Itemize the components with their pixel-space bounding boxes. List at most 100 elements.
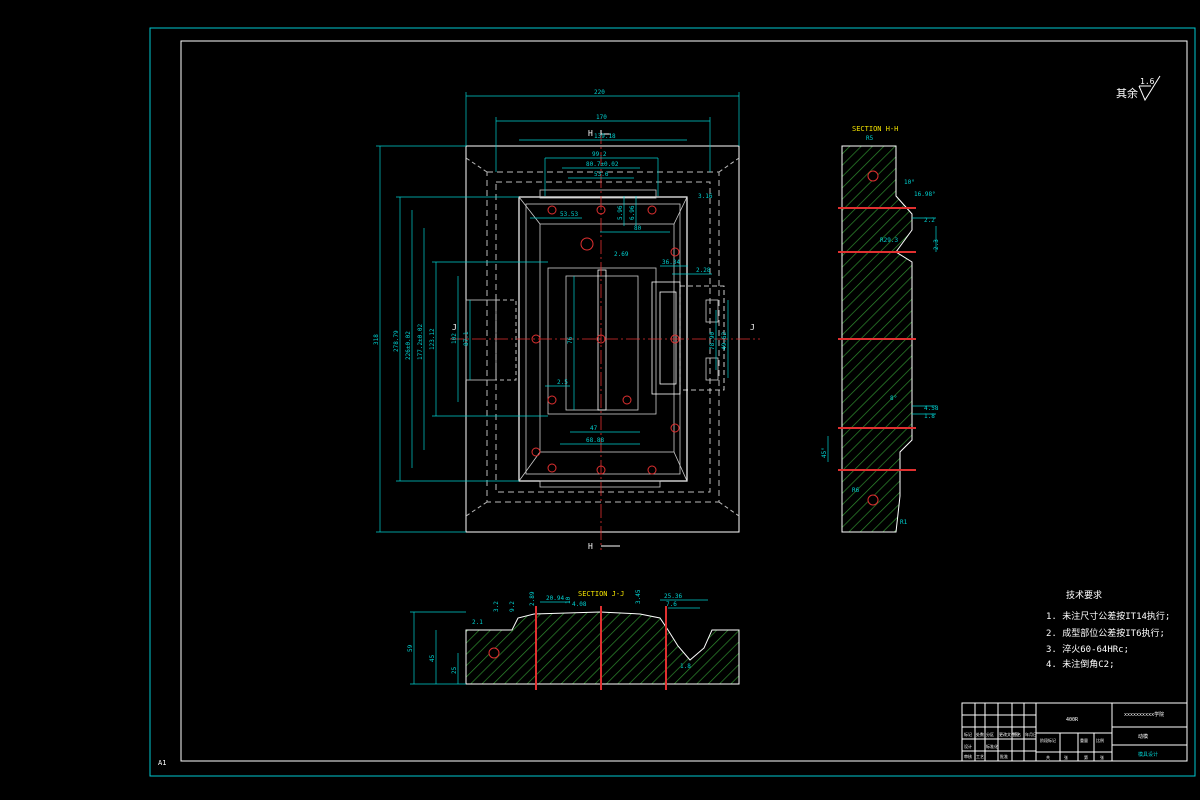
section-hh-title: SECTION H-H bbox=[852, 125, 898, 133]
dim-177: 177.2±0.02 bbox=[417, 323, 424, 360]
tb-r1-3: 更改文件号 bbox=[999, 731, 1019, 737]
hh-dim-k: R5 bbox=[866, 135, 874, 142]
tb-r4-2: 第 bbox=[1084, 754, 1088, 760]
tb-r1-1: 处数 bbox=[976, 731, 984, 737]
dim-80: 80.7±0.02 bbox=[586, 161, 619, 168]
tb-r4-0: 共 bbox=[1046, 754, 1050, 760]
dim-228: 2.28 bbox=[696, 267, 711, 274]
hh-hole-top bbox=[867, 170, 879, 182]
ejector-slot bbox=[597, 269, 607, 411]
jj-dim-i: 25.36 bbox=[664, 593, 682, 600]
hh-dim-b: 16.98° bbox=[914, 191, 936, 198]
section-jj: SECTION J-J 2.89 3.2 9.2 2.1 20.94 4.08 … bbox=[407, 589, 740, 690]
hh-dim-c: 2.2 bbox=[924, 217, 935, 224]
tech-title: 技术要求 bbox=[1066, 589, 1102, 601]
tb-r2-1: 标准化 bbox=[986, 743, 998, 749]
tb-r2-0: 设计 bbox=[964, 743, 972, 749]
dim-102: 102 bbox=[451, 333, 458, 344]
tb-r1-2: 分区 bbox=[986, 731, 994, 737]
dim-5353: 53.53 bbox=[560, 211, 578, 218]
dim-27879: 278.79 bbox=[393, 330, 400, 352]
dim-220: 220 bbox=[594, 89, 605, 96]
tech-item-3: 3. 淬火60-64HRc; bbox=[1046, 643, 1129, 655]
dim-47: 47 bbox=[590, 425, 598, 432]
jj-dim-k: 59 bbox=[407, 644, 414, 652]
dim-696: 6.96 bbox=[629, 205, 636, 220]
tech-item-1: 1. 未注尺寸公差按IT14执行; bbox=[1046, 610, 1170, 622]
tb-drawing: 动模 bbox=[1138, 733, 1148, 740]
jj-dim-j: 7.6 bbox=[666, 601, 677, 608]
tb-code: 模具设计 bbox=[1138, 751, 1158, 758]
jj-dim-b: 3.2 bbox=[493, 601, 500, 612]
tb-r3-2: 批准 bbox=[1000, 753, 1008, 759]
section-jj-body bbox=[465, 611, 740, 685]
dim-99: 99.2 bbox=[592, 151, 607, 158]
tb-r2-4: 比例 bbox=[1096, 737, 1104, 743]
section-hh-holes bbox=[838, 207, 916, 471]
tb-r4-1: 张 bbox=[1064, 754, 1068, 760]
roughness-value: 1.6 bbox=[1140, 77, 1155, 86]
tb-r4-3: 张 bbox=[1100, 754, 1104, 760]
plan-vertical-dim-labels: 318 278.79 226±0.02 177.2±0.02 123.12 10… bbox=[373, 205, 728, 360]
hh-dim-i: 45° bbox=[821, 447, 828, 458]
dim-80b: 80 bbox=[634, 225, 642, 232]
tb-r2-3: 重量 bbox=[1080, 737, 1088, 743]
sheet-label: A1 bbox=[158, 759, 166, 767]
hh-dim-h: 1.8 bbox=[924, 413, 935, 420]
dim-170: 170 bbox=[596, 114, 607, 121]
outer-frame bbox=[149, 27, 1196, 777]
jj-dim-g: 10 bbox=[565, 596, 572, 604]
tech-item-2: 2. 成型部位公差按IT6执行; bbox=[1046, 627, 1165, 639]
ejector-holes bbox=[531, 205, 680, 475]
plan-vertical-dims bbox=[376, 145, 729, 533]
dim-536: 53.6 bbox=[594, 171, 609, 178]
jj-dim-a: 2.89 bbox=[529, 591, 536, 606]
cut-mark-h-bottom: H bbox=[588, 542, 593, 551]
tb-r2-2: 阶段标记 bbox=[1040, 737, 1056, 743]
title-block: 400R xxxxxxxxxx学院 动模 模具设计 标记 处数 分区 更改文件号… bbox=[961, 702, 1188, 762]
tb-r1-0: 标记 bbox=[964, 731, 972, 737]
tb-part: 400R bbox=[1066, 717, 1079, 723]
jj-dim-f: 4.08 bbox=[572, 601, 587, 608]
hh-dim-f: 8° bbox=[890, 395, 897, 402]
hidden-pocket bbox=[486, 171, 720, 503]
section-jj-title: SECTION J-J bbox=[578, 590, 624, 598]
jj-dim-e: 20.94 bbox=[546, 595, 564, 602]
dim-318: 318 bbox=[373, 334, 380, 345]
dim-6888: 68.88 bbox=[586, 437, 604, 444]
dim-123: 123.12 bbox=[429, 328, 436, 350]
plan-horizontal-dim-labels: 220 170 139.18 99.2 80.7±0.02 53.6 53.53… bbox=[557, 89, 713, 444]
tb-r3-0: 审核 bbox=[964, 753, 972, 759]
cut-mark-j-left: J bbox=[452, 323, 457, 332]
dim-226: 226±0.02 bbox=[405, 331, 412, 360]
jj-dim-c: 9.2 bbox=[509, 601, 516, 612]
jj-dim-h: 3.45 bbox=[635, 589, 642, 604]
tb-r1-4: 签名 bbox=[1013, 731, 1021, 737]
hh-hole-bottom bbox=[867, 494, 879, 506]
section-hh: SECTION H-H 10° 16.98° 2.2 2.3 R29.3 8° … bbox=[821, 125, 940, 533]
dim-871: 87.1 bbox=[463, 331, 470, 346]
cut-mark-h-top: H bbox=[588, 129, 593, 138]
hh-dim-l: R1 bbox=[900, 519, 908, 526]
hh-dim-d: 2.3 bbox=[933, 239, 940, 250]
tb-school: xxxxxxxxxx学院 bbox=[1124, 711, 1164, 718]
tech-item-4: 4. 未注倒角C2; bbox=[1046, 658, 1115, 670]
hh-dim-j: R6 bbox=[852, 487, 860, 494]
dim-7890: 78.90 bbox=[709, 332, 716, 350]
dim-3634: 36.34 bbox=[662, 259, 680, 266]
tb-r3-1: 工艺 bbox=[976, 754, 984, 759]
plan-horizontal-dims bbox=[465, 92, 740, 445]
tb-r1-5: 年月日 bbox=[1025, 731, 1037, 737]
tech-requirements: 技术要求 1. 未注尺寸公差按IT14执行; 2. 成型部位公差按IT6执行; … bbox=[1046, 589, 1170, 670]
dim-25: 2.5 bbox=[557, 379, 568, 386]
dim-596: 5.96 bbox=[617, 205, 624, 220]
jj-hole bbox=[488, 647, 500, 659]
dim-4962: 49.62 bbox=[721, 332, 728, 350]
cut-mark-j-right: J bbox=[750, 323, 755, 332]
jj-dim-n: 1.8 bbox=[680, 663, 691, 670]
dim-139: 139.18 bbox=[594, 133, 616, 140]
jj-dim-d: 2.1 bbox=[472, 619, 483, 626]
section-jj-holes bbox=[535, 606, 667, 690]
roughness-label: 其余 bbox=[1116, 86, 1138, 100]
